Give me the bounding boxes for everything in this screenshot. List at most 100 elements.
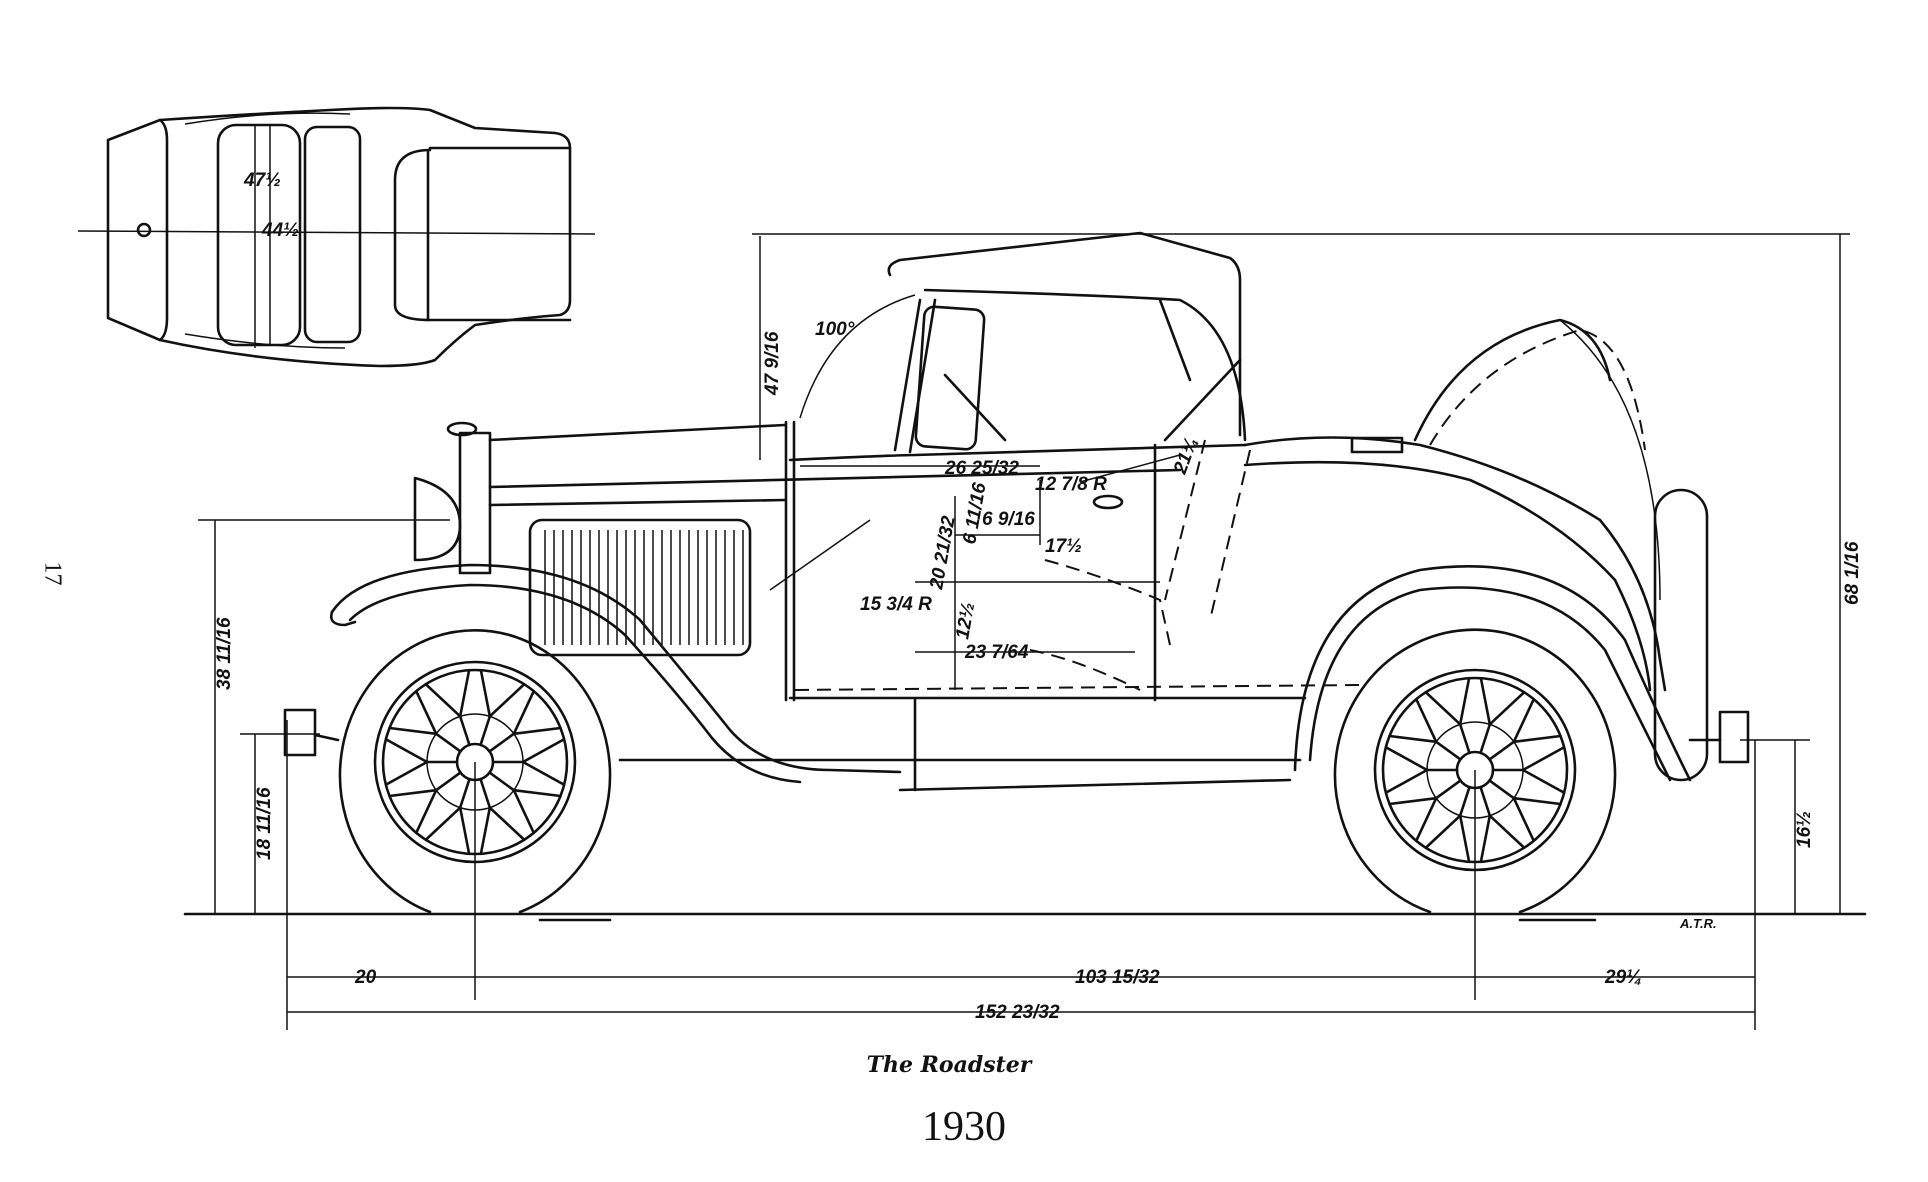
top-view-outline bbox=[106, 106, 572, 368]
top-view-seat-right bbox=[303, 125, 362, 344]
windshield-glass bbox=[914, 305, 986, 451]
windshield-frame bbox=[893, 298, 937, 454]
hood-belt bbox=[488, 468, 1182, 489]
label-pedal-radius: 15 3/4 R bbox=[860, 594, 932, 615]
wheel-spoke bbox=[434, 732, 462, 753]
luggage-rack bbox=[1350, 436, 1404, 454]
dim-steering-radius bbox=[1079, 454, 1181, 483]
spare-tire bbox=[1653, 488, 1709, 782]
wheel-spoke bbox=[521, 760, 566, 787]
wheel-spoke bbox=[1488, 779, 1516, 800]
top-bow-2 bbox=[1163, 358, 1242, 442]
rear-fender bbox=[1293, 565, 1692, 782]
wheel-spoke bbox=[1488, 690, 1526, 726]
seat-back-dashed bbox=[1164, 439, 1251, 621]
wheel-spoke bbox=[1388, 796, 1438, 806]
top-view-centerline bbox=[77, 230, 596, 235]
rear-wheel bbox=[1333, 628, 1617, 914]
wheel-spoke bbox=[1488, 814, 1526, 850]
wheel-spoke bbox=[414, 689, 438, 736]
wheel-spoke bbox=[1512, 796, 1536, 843]
wheel-spoke bbox=[388, 726, 438, 736]
rumble-lid-arc bbox=[1413, 318, 1612, 442]
wheel-spoke bbox=[1479, 814, 1492, 864]
wheel-spoke bbox=[414, 788, 438, 835]
rumble-lid-dash bbox=[1429, 328, 1646, 451]
wheel-spoke bbox=[1479, 676, 1492, 726]
seat-outline bbox=[794, 559, 1361, 691]
draftsman-initials: A.T.R. bbox=[1679, 916, 1717, 931]
top-view-rear-panel bbox=[158, 118, 169, 342]
wheel-spoke bbox=[1384, 768, 1429, 795]
wheel-spoke bbox=[1521, 768, 1566, 795]
label-seat-offset: 6 9/16 bbox=[982, 509, 1035, 530]
wheel-spoke bbox=[1414, 697, 1438, 744]
label-front-overhang: 20 bbox=[354, 967, 377, 988]
radiator-shell bbox=[458, 431, 492, 575]
wheel-spoke bbox=[1521, 745, 1566, 772]
front-fender-inner bbox=[348, 583, 802, 784]
body-lower bbox=[898, 778, 1292, 792]
rumble-lid-swing bbox=[1559, 319, 1661, 601]
side-view-car bbox=[283, 231, 1750, 914]
label-seat-depth: 23 7/64 bbox=[964, 642, 1029, 663]
wheel-spoke bbox=[1512, 796, 1562, 806]
top-view-cowl-line-bot bbox=[184, 333, 346, 349]
hood-side bbox=[488, 498, 787, 507]
radiator-cap bbox=[446, 421, 478, 437]
wheel-spoke bbox=[488, 682, 526, 718]
wheel-spoke bbox=[458, 668, 471, 718]
rear-spokes bbox=[1384, 676, 1566, 864]
top-bow-1 bbox=[1158, 298, 1192, 382]
label-wheelbase: 103 15/32 bbox=[1075, 967, 1160, 988]
wheel-spoke bbox=[424, 682, 462, 718]
wheel-spoke bbox=[384, 760, 429, 787]
wheel-spoke bbox=[1424, 814, 1462, 850]
label-windshield-angle: 100° bbox=[815, 319, 855, 340]
dim-windshield-arc bbox=[799, 294, 916, 419]
wheel-spoke bbox=[1434, 740, 1462, 761]
wheel-spoke bbox=[1388, 734, 1438, 744]
wheel-spoke bbox=[1488, 740, 1516, 761]
caption-year: 1930 bbox=[922, 1104, 1006, 1150]
convertible-top-rear bbox=[923, 288, 1247, 442]
wheel-spoke bbox=[488, 771, 516, 792]
hood-top bbox=[488, 423, 787, 442]
headlamp bbox=[413, 476, 462, 562]
top-view-cowl-line-top bbox=[184, 112, 351, 125]
wheel-spoke bbox=[458, 777, 471, 809]
wheel-spoke bbox=[1512, 697, 1536, 744]
wheel-spoke bbox=[479, 806, 492, 856]
rear-tire bbox=[1333, 628, 1617, 914]
wheel-spoke bbox=[488, 732, 516, 753]
front-fender-lip bbox=[330, 610, 357, 627]
wheel-spoke bbox=[1512, 734, 1562, 744]
wheel-spoke bbox=[1434, 779, 1462, 800]
label-steering-radius: 12 7/8 R bbox=[1035, 474, 1107, 495]
wheel-spoke bbox=[512, 726, 562, 736]
wheel-spoke bbox=[384, 737, 429, 764]
top-view-width-inner-label: 44½ bbox=[261, 220, 299, 241]
label-leg-room: 17½ bbox=[1045, 536, 1082, 557]
rear-fender-inner bbox=[1308, 586, 1672, 782]
front-tire bbox=[338, 629, 612, 914]
wheel-spoke bbox=[424, 806, 462, 842]
wheel-spoke bbox=[1479, 785, 1492, 817]
wheel-spoke bbox=[434, 771, 462, 792]
front-spokes bbox=[384, 668, 566, 856]
wheel-spoke bbox=[488, 806, 526, 842]
top-view-hood bbox=[393, 148, 572, 322]
front-bumper-bracket bbox=[313, 733, 340, 742]
wheel-spoke bbox=[1458, 723, 1471, 755]
dim-pedal-radius bbox=[769, 519, 871, 591]
wheel-spoke bbox=[458, 715, 471, 747]
wheel-spoke bbox=[512, 788, 562, 798]
page-number: 17 bbox=[39, 561, 66, 586]
label-windshield-height: 47 9/16 bbox=[762, 331, 783, 396]
label-floor-to-seat: 12½ bbox=[952, 601, 979, 641]
wheel-spoke bbox=[1458, 676, 1471, 726]
wheel-spoke bbox=[512, 788, 536, 835]
steering-column bbox=[943, 373, 1007, 442]
wheel-spoke bbox=[1384, 745, 1429, 772]
